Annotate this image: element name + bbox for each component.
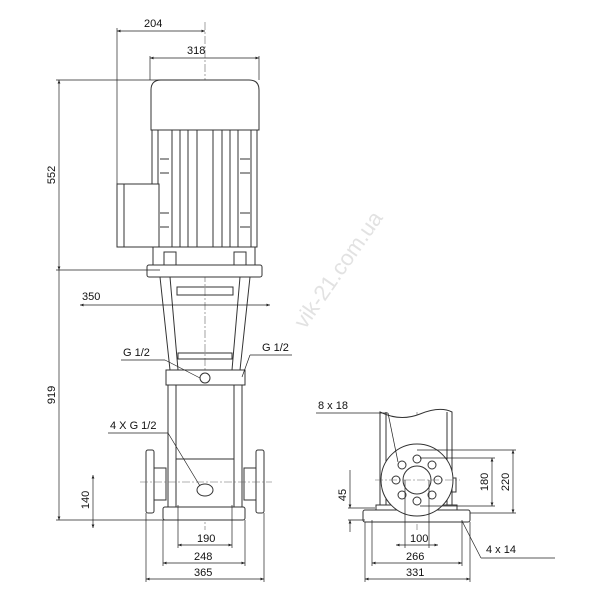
side-dimensions: 8 x 18 180 220 45 100 266 331 4 x 14: [316, 400, 555, 582]
vent-plug: [199, 372, 211, 384]
dim-45: 45: [337, 489, 349, 501]
dim-180: 180: [479, 473, 491, 491]
label-vent-right: G 1/2: [262, 342, 289, 354]
adapter-plate: [146, 264, 263, 278]
dim-204: 204: [144, 18, 162, 30]
terminal-box: [116, 183, 160, 248]
dim-350: 350: [82, 291, 100, 303]
dim-100: 100: [410, 533, 428, 545]
lantern-bracket: [159, 276, 251, 371]
motor-fan-cover: [150, 79, 260, 131]
dim-318: 318: [187, 45, 205, 57]
dim-919: 919: [46, 386, 58, 404]
dim-190: 190: [197, 533, 215, 545]
dim-220: 220: [500, 473, 512, 491]
front-view: [116, 22, 272, 530]
drain-plug: [196, 483, 214, 497]
dim-552: 552: [46, 166, 58, 184]
label-flange-holes: 8 x 18: [318, 400, 348, 412]
motor-fins: [157, 130, 252, 247]
side-view: [362, 408, 471, 530]
front-dimensions: 204 318 552 919 350 140 190 248 365 G 1/…: [46, 18, 292, 582]
pump-sleeve: [167, 384, 243, 508]
inlet-flange: [145, 449, 155, 514]
dim-365: 365: [194, 567, 212, 579]
dim-248: 248: [194, 551, 212, 563]
dim-266: 266: [406, 551, 424, 563]
base-plate: [162, 506, 246, 521]
label-vent-left: G 1/2: [123, 347, 150, 359]
label-base-holes: 4 x 14: [486, 544, 516, 556]
label-drain: 4 X G 1/2: [110, 420, 156, 432]
dim-140: 140: [80, 491, 92, 509]
dim-331: 331: [406, 567, 424, 579]
motor-body: [151, 129, 258, 248]
watermark: vik-21.com.ua: [289, 206, 388, 333]
outlet-flange: [255, 449, 265, 514]
